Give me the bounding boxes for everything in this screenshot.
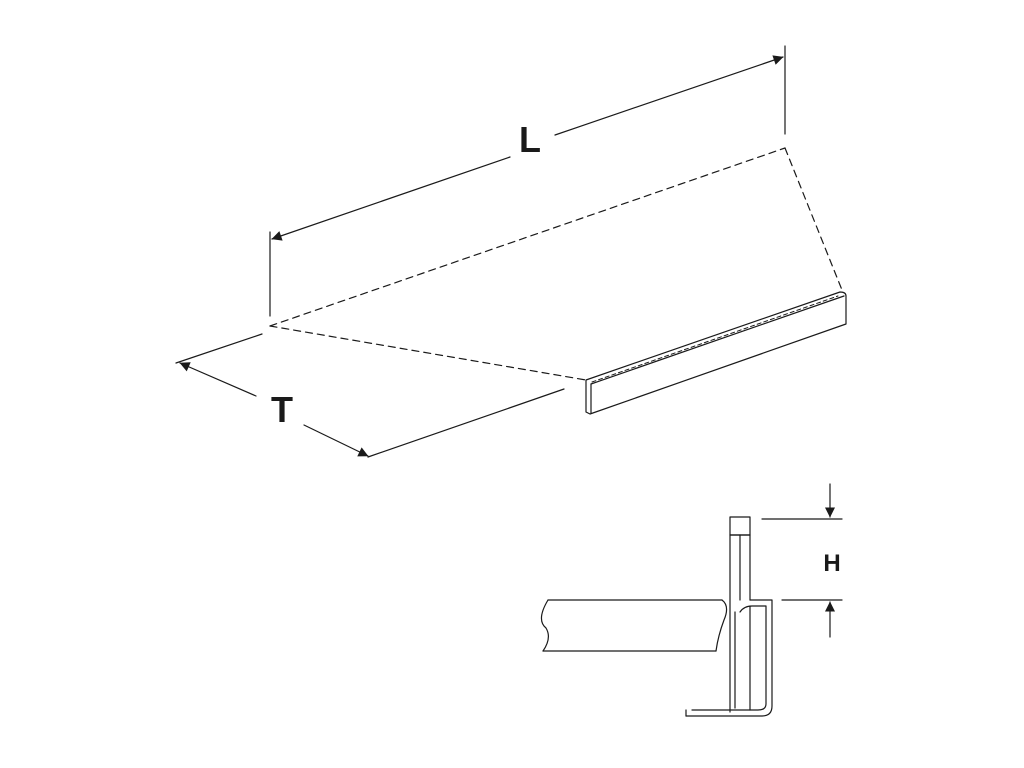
length-label: L (519, 119, 541, 160)
clip-inner (691, 605, 767, 711)
depth-extension-line-back (175, 333, 263, 364)
divider-profile (729, 516, 751, 713)
depth-dimension (175, 333, 565, 458)
shelf-back-edge (269, 147, 786, 327)
height-dimension (761, 483, 843, 638)
depth-extension-line-front (367, 388, 565, 458)
divider-strip-face (585, 291, 847, 415)
shelf-left-edge (269, 325, 587, 381)
divider-strip (585, 291, 847, 415)
clip-body (685, 599, 773, 717)
shelf-right-edge (784, 147, 843, 291)
depth-dimension-line-lower (303, 424, 369, 457)
depth-label: T (271, 389, 293, 430)
cross-section-view (540, 483, 843, 717)
divider-cap (729, 516, 751, 536)
shelf-panel-end (715, 599, 728, 652)
height-label: H (823, 550, 840, 577)
length-dimension-line-left (271, 156, 511, 241)
divider-strip-top-edge (590, 295, 845, 385)
shelf-panel-break-line (540, 599, 549, 652)
isometric-view (175, 45, 847, 458)
depth-dimension-line-upper (179, 362, 257, 397)
length-dimension-line-right (554, 55, 784, 136)
shelf-panel (540, 599, 728, 652)
shelf-outline-dashed (269, 147, 843, 381)
divider-strip-hatch (591, 295, 839, 383)
length-dimension (269, 45, 786, 317)
clip-outer (685, 599, 773, 717)
